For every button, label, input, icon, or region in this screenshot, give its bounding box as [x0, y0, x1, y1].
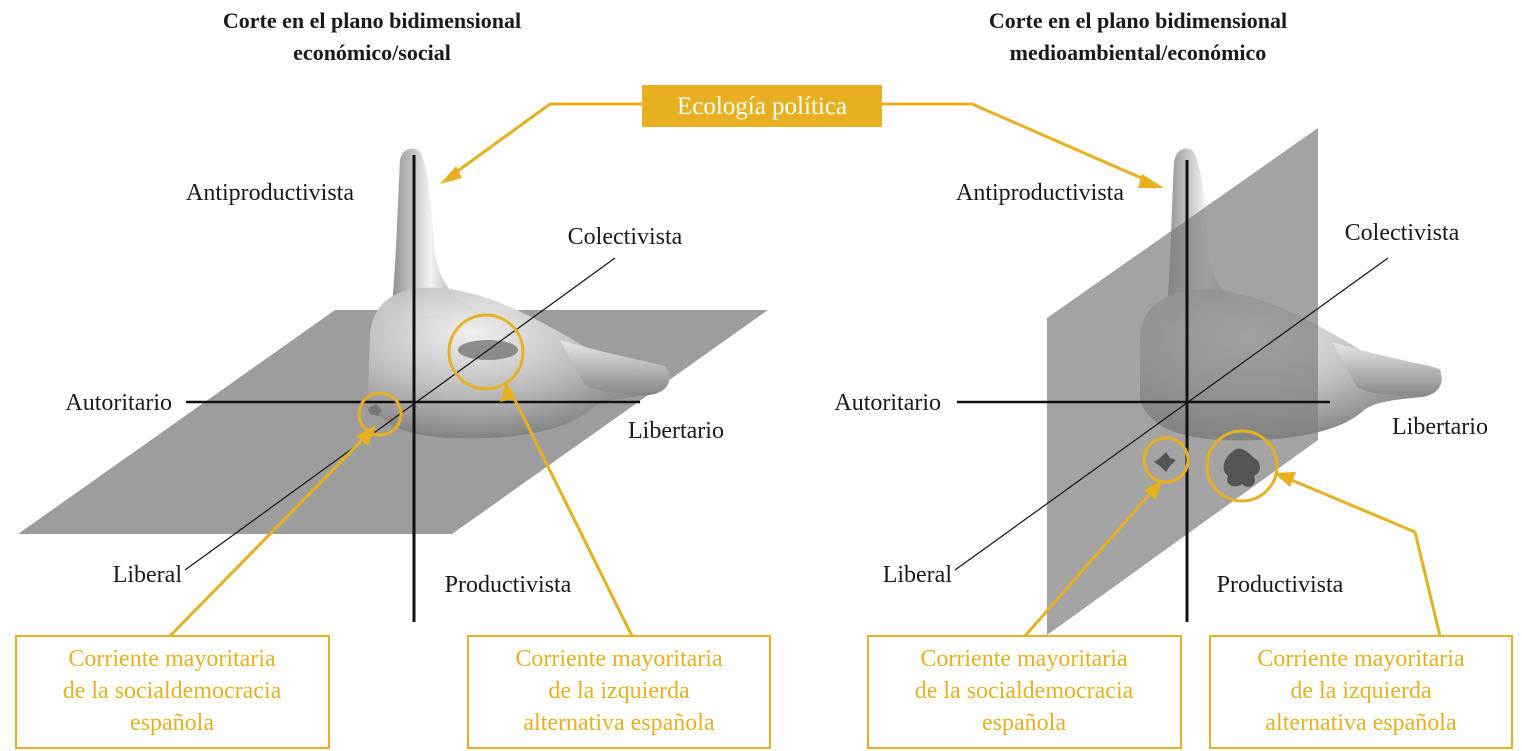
left-title-line1: Corte en el plano bidimensional [223, 8, 521, 33]
right-label-libertario: Libertario [1392, 414, 1488, 440]
right-title-line2: medioambiental/económico [1010, 40, 1267, 65]
right-callout-socialdemocracia-line3: española [982, 710, 1066, 736]
right-callout-izquierda-line2: de la izquierda [1290, 678, 1432, 704]
left-panel: Corte en el plano bidimensional económic… [15, 8, 771, 749]
left-label-autoritario: Autoritario [65, 390, 172, 416]
right-callout-izquierda-line1: Corriente mayoritaria [1257, 646, 1465, 672]
left-callout-socialdemocracia-box [15, 635, 330, 749]
left-callout-arrows [168, 382, 634, 638]
left-label-antiproductivista: Antiproductivista [186, 180, 354, 206]
right-callout-socialdemocracia-line2: de la socialdemocracia [915, 678, 1134, 704]
left-callout-socialdemocracia-line1: Corriente mayoritaria [68, 646, 276, 672]
ecologia-left-arrowhead [440, 166, 462, 184]
ecologia-left-leader [447, 102, 642, 180]
left-callout-izquierda-line3: alternativa española [523, 710, 715, 736]
left-callout-izquierda-line2: de la izquierda [548, 678, 690, 704]
right-circle-socialdemocracia [1142, 436, 1190, 484]
right-callout-izquierda-box [1209, 635, 1513, 749]
left-circle-izquierda [447, 313, 525, 391]
right-circle-izquierda [1205, 429, 1279, 503]
ecologia-right-arrowhead [1138, 174, 1164, 188]
right-panel: Corte en el plano bidimensional medioamb… [834, 8, 1513, 749]
right-cluster-socialdemocracia-shape [1154, 452, 1176, 472]
left-cluster-socialdemocracia-shape [368, 404, 382, 416]
right-label-productivista: Productivista [1217, 572, 1344, 598]
left-label-colectivista: Colectivista [568, 224, 683, 250]
left-title-line2: económico/social [293, 40, 451, 65]
right-label-autoritario: Autoritario [834, 390, 941, 416]
right-callout-socialdemocracia-box [867, 635, 1182, 749]
right-callout-arrows [1023, 472, 1442, 637]
left-callout-izquierda-line1: Corriente mayoritaria [515, 646, 723, 672]
right-label-liberal: Liberal [883, 562, 953, 588]
right-diagonal-axis [954, 257, 1389, 571]
right-vertical-plane [1047, 128, 1318, 635]
ecologia-right-leader [882, 102, 1156, 186]
left-label-libertario: Libertario [628, 418, 724, 444]
left-label-liberal: Liberal [113, 562, 183, 588]
left-callout-izquierda-box [467, 635, 771, 749]
left-label-productivista: Productivista [445, 572, 572, 598]
right-callout-socialdemocracia-line1: Corriente mayoritaria [920, 646, 1128, 672]
right-callout-izquierda-line3: alternativa española [1265, 710, 1457, 736]
ecologia-politica-callout: Ecología política [440, 85, 1164, 188]
right-title-line1: Corte en el plano bidimensional [989, 8, 1287, 33]
ecologia-politica-label: Ecología política [677, 93, 847, 120]
right-label-antiproductivista: Antiproductivista [956, 180, 1124, 206]
right-cluster-izquierda-shape [1223, 448, 1260, 487]
left-surface-tail [560, 340, 670, 394]
right-surface-tail [1332, 342, 1442, 396]
left-callout-socialdemocracia-line2: de la socialdemocracia [63, 678, 282, 704]
left-callout-socialdemocracia-line3: española [130, 710, 214, 736]
ecologia-politica-badge [642, 85, 882, 127]
left-surface-bulb [368, 287, 670, 439]
left-circle-socialdemocracia [357, 391, 403, 437]
right-label-colectivista: Colectivista [1345, 220, 1460, 246]
